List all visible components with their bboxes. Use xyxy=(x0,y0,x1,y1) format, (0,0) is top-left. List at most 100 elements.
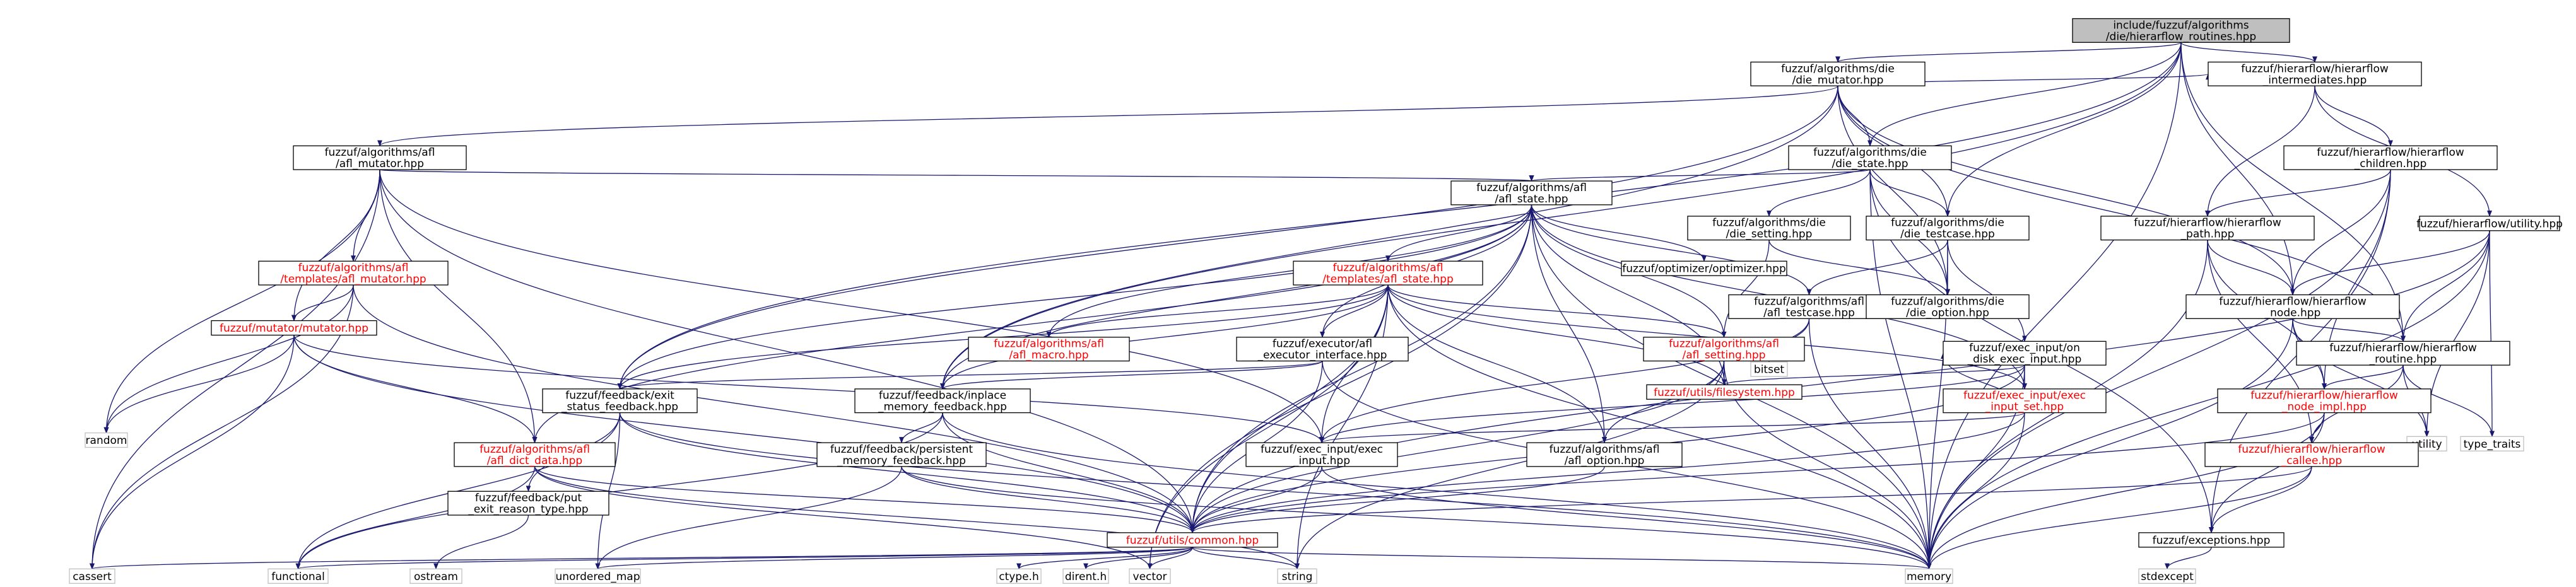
node-root[interactable]: include/fuzzuf/algorithms/die/hierarflow… xyxy=(2072,18,2290,44)
node-label: fuzzuf/exceptions.hpp xyxy=(2153,534,2271,547)
node-box xyxy=(542,388,698,414)
node-label: fuzzuf/algorithms/afl xyxy=(1476,182,1587,194)
node-label: fuzzuf/algorithms/afl xyxy=(994,338,1104,351)
node-hf-callee[interactable]: fuzzuf/hierarflow/hierarflow_callee.hpp xyxy=(2204,442,2419,467)
edge-die-mutator-to-exit-status xyxy=(617,86,1838,390)
node-tmpl-afl-state[interactable]: fuzzuf/algorithms/afl/templates/afl_stat… xyxy=(1293,260,1483,286)
edge-utility-hpp-to-hf-node xyxy=(2290,230,2490,296)
node-afl-macro[interactable]: fuzzuf/algorithms/afl/afl_macro.hpp xyxy=(968,337,1130,362)
node-afl-option[interactable]: fuzzuf/algorithms/afl/afl_option.hpp xyxy=(1526,442,1683,467)
edge-afl-state-to-vector xyxy=(1147,204,1532,570)
node-label: fuzzuf/algorithms/afl xyxy=(325,146,435,159)
node-box xyxy=(2138,532,2285,548)
node-common[interactable]: fuzzuf/utils/common.hpp xyxy=(1107,532,1278,548)
node-die-option[interactable]: fuzzuf/algorithms/die/die_option.hpp xyxy=(1866,294,2030,320)
node-box xyxy=(211,320,377,336)
node-hf-routine[interactable]: fuzzuf/hierarflow/hierarflow_routine.hpp xyxy=(2296,340,2510,366)
node-label: fuzzuf/algorithms/afl xyxy=(1550,443,1660,456)
node-label: fuzzuf/exec_input/exec xyxy=(1261,443,1383,456)
node-afl-setting[interactable]: fuzzuf/algorithms/afl/afl_setting.hpp xyxy=(1643,337,1805,362)
edge-hf-node-to-memory xyxy=(1926,318,2293,570)
node-box xyxy=(1646,384,1803,400)
node-label: /afl_state.hpp xyxy=(1495,193,1568,206)
node-label: functional xyxy=(271,571,325,583)
node-unordered-map: unordered_map xyxy=(555,568,641,584)
node-label: _routine.hpp xyxy=(2369,353,2437,366)
node-label: fuzzuf/feedback/inplace xyxy=(879,390,1006,402)
node-die-testcase[interactable]: fuzzuf/algorithms/die/die_testcase.hpp xyxy=(1866,216,2030,241)
node-label: fuzzuf/algorithms/die xyxy=(1781,62,1895,75)
edge-die-mutator-to-afl-mutator xyxy=(377,85,1838,147)
node-afl-mutator[interactable]: fuzzuf/algorithms/afl/afl_mutator.hpp xyxy=(293,145,467,170)
edge-hf-children-to-hf-node xyxy=(2290,170,2391,296)
node-afl-testcase[interactable]: fuzzuf/algorithms/afl/afl_testcase.hpp xyxy=(1728,294,1890,320)
edge-afl-mutator-to-afl-state xyxy=(379,169,1533,182)
node-exceptions[interactable]: fuzzuf/exceptions.hpp xyxy=(2138,532,2285,548)
edge-common-to-vector xyxy=(1147,547,1193,570)
node-hf-node-impl[interactable]: fuzzuf/hierarflow/hierarflow_node_impl.h… xyxy=(2217,388,2432,414)
node-die-mutator[interactable]: fuzzuf/algorithms/die/die_mutator.hpp xyxy=(1750,61,1926,86)
edge-tmpl-afl-state-to-filesystem xyxy=(1387,284,1727,386)
edge-common-to-ctype xyxy=(1016,547,1193,570)
node-hf-children[interactable]: fuzzuf/hierarflow/hierarflow_children.hp… xyxy=(2283,145,2498,170)
edge-afl-state-to-common xyxy=(1190,204,1532,533)
edge-tmpl-afl-state-to-vector xyxy=(1147,284,1389,570)
node-tmpl-afl-mutator[interactable]: fuzzuf/algorithms/afl/templates/afl_muta… xyxy=(258,260,449,286)
node-exec-input-set[interactable]: fuzzuf/exec_input/exec_input_set.hpp xyxy=(1943,388,2107,414)
node-label: _node.hpp xyxy=(2264,306,2321,319)
node-box xyxy=(555,568,641,584)
node-optimizer[interactable]: fuzzuf/optimizer/optimizer.hpp xyxy=(1621,260,1787,276)
node-box xyxy=(1621,260,1787,276)
edge-die-state-to-afl-state xyxy=(1529,169,1871,182)
node-box xyxy=(454,442,616,467)
edge-tmpl-afl-mutator-to-mutator-mutator xyxy=(291,284,354,322)
header-nodes: include/fuzzuf/algorithms/die/hierarflow… xyxy=(69,18,2563,584)
node-hf-node[interactable]: fuzzuf/hierarflow/hierarflow_node.hpp xyxy=(2185,294,2400,320)
node-executor-afl[interactable]: fuzzuf/executor/afl_executor_interface.h… xyxy=(1236,337,1409,362)
node-hf-intermediates[interactable]: fuzzuf/hierarflow/hierarflow_intermediat… xyxy=(2208,61,2422,86)
node-box xyxy=(1728,294,1890,319)
node-label: fuzzuf/hierarflow/hierarflow xyxy=(2134,217,2281,230)
node-put-exit[interactable]: fuzzuf/feedback/put_exit_reason_type.hpp xyxy=(447,491,609,516)
edge-common-to-unordered-map xyxy=(595,547,1193,570)
node-label: stdexcept xyxy=(2141,571,2194,583)
edge-die-testcase-to-on-disk xyxy=(1947,240,2027,342)
edge-hf-intermediates-to-hf-path xyxy=(2205,86,2315,217)
node-box xyxy=(1788,145,1952,170)
node-label: _children.hpp xyxy=(2354,158,2426,170)
node-label: /die_option.hpp xyxy=(1906,306,1989,319)
node-mutator-mutator[interactable]: fuzzuf/mutator/mutator.hpp xyxy=(211,320,377,336)
node-box xyxy=(1245,442,1398,467)
edge-hf-intermediates-to-hf-children xyxy=(2314,86,2393,147)
node-label: /die_testcase.hpp xyxy=(1900,228,1995,241)
node-afl-state[interactable]: fuzzuf/algorithms/afl/afl_state.hpp xyxy=(1450,180,1613,206)
node-label: /afl_mutator.hpp xyxy=(336,158,424,170)
edge-die-mutator-to-die-option xyxy=(1837,86,1950,296)
node-box xyxy=(1943,388,2107,414)
node-filesystem[interactable]: fuzzuf/utils/filesystem.hpp xyxy=(1646,384,1803,400)
node-hf-path[interactable]: fuzzuf/hierarflow/hierarflow_path.hpp xyxy=(2100,216,2315,241)
node-persistent-mem[interactable]: fuzzuf/feedback/persistent_memory_feedba… xyxy=(816,442,987,467)
node-label: ctype.h xyxy=(999,571,1039,583)
node-die-setting[interactable]: fuzzuf/algorithms/die/die_setting.hpp xyxy=(1687,216,1851,241)
node-label: fuzzuf/algorithms/die xyxy=(1712,217,1826,230)
node-box xyxy=(1277,568,1317,584)
node-label: memory xyxy=(1907,571,1951,583)
edge-common-to-dirent xyxy=(1083,547,1193,570)
edge-inplace-mem-to-functional xyxy=(295,412,943,570)
edge-afl-setting-to-string xyxy=(1295,361,1725,570)
node-box xyxy=(1293,260,1483,286)
node-afl-dict-data[interactable]: fuzzuf/algorithms/afl/afl_dict_data.hpp xyxy=(454,442,616,467)
node-on-disk[interactable]: fuzzuf/exec_input/on_disk_exec_input.hpp xyxy=(1943,340,2107,366)
node-label: /afl_macro.hpp xyxy=(1009,349,1088,362)
edge-hf-path-to-hf-node xyxy=(2207,240,2295,296)
node-die-state[interactable]: fuzzuf/algorithms/die/die_state.hpp xyxy=(1788,145,1952,170)
node-inplace-mem[interactable]: fuzzuf/feedback/inplace_memory_feedback.… xyxy=(854,388,1031,414)
node-exec-input[interactable]: fuzzuf/exec_input/exec_input.hpp xyxy=(1245,442,1398,467)
node-label: fuzzuf/exec_input/exec xyxy=(1963,390,2086,402)
node-exit-status[interactable]: fuzzuf/feedback/exit_status_feedback.hpp xyxy=(542,388,698,414)
edge-mutator-mutator-to-random xyxy=(103,335,295,434)
node-utility-hpp[interactable]: fuzzuf/hierarflow/utility.hpp xyxy=(2416,216,2563,231)
node-string: string xyxy=(1277,568,1317,584)
